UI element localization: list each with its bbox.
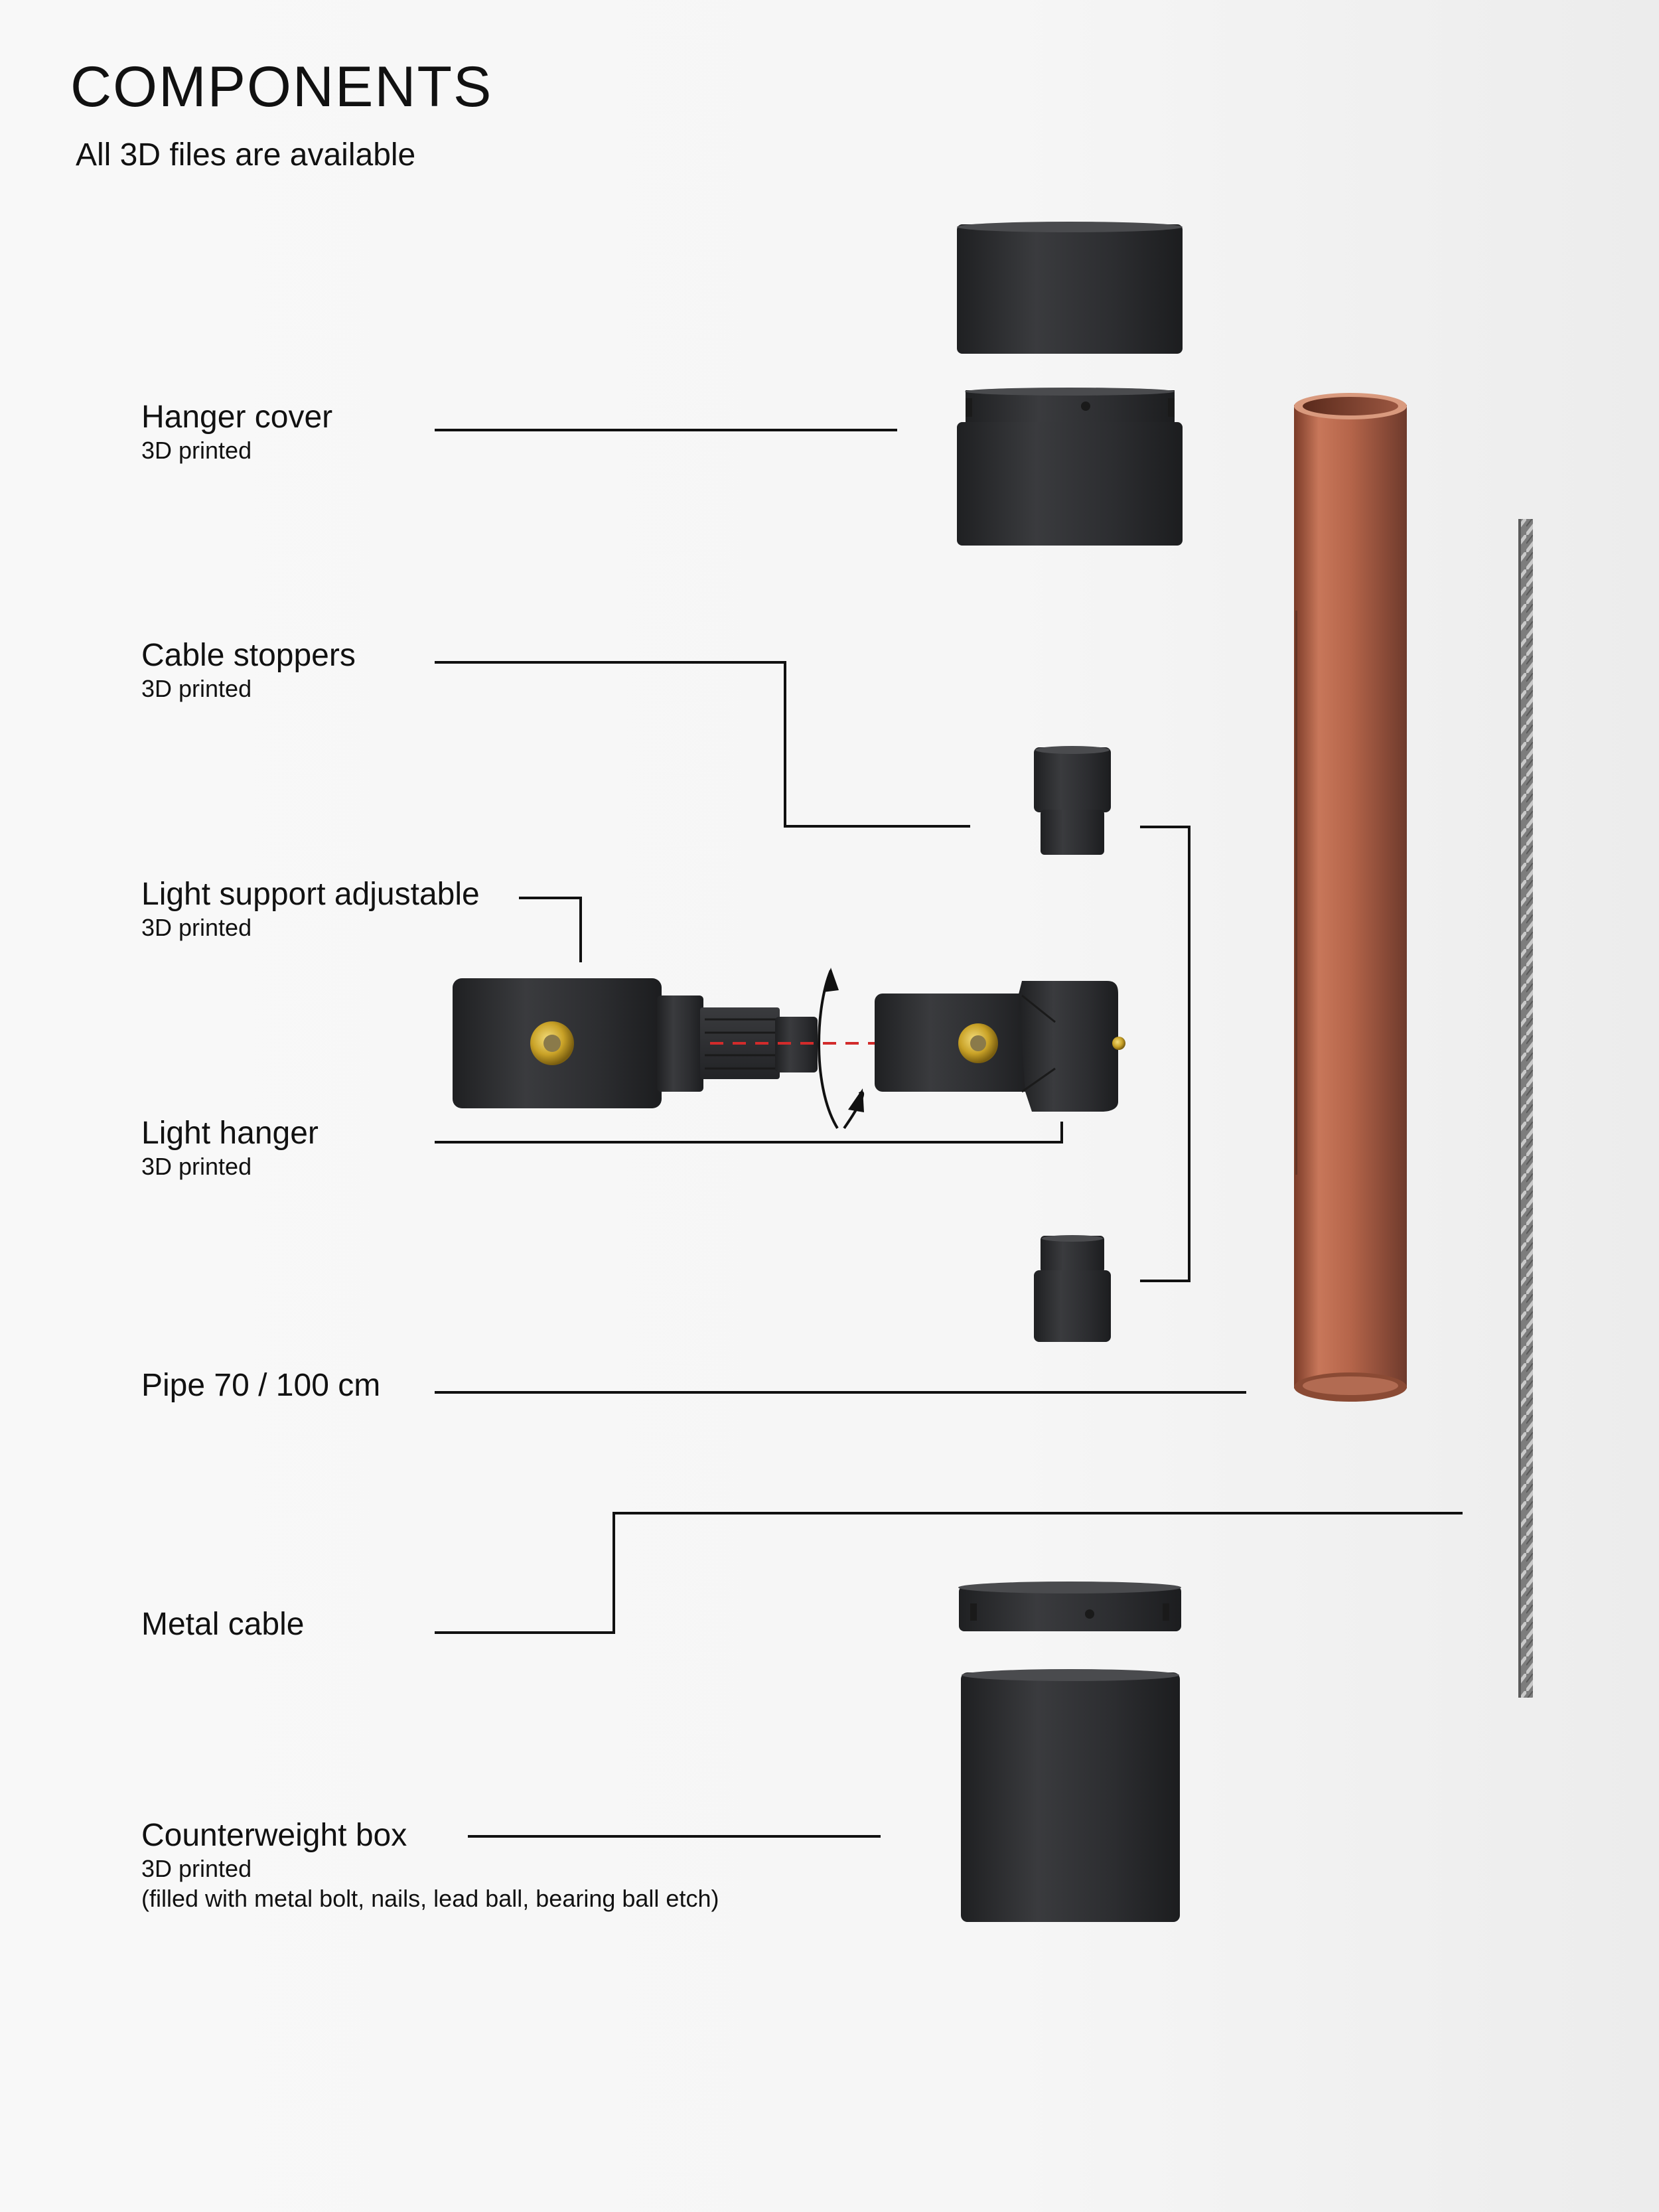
arrowhead-up-icon <box>823 968 839 992</box>
leader-cable-stoppers <box>435 661 970 828</box>
screw-icon <box>1112 1037 1125 1050</box>
leader-light-support <box>519 897 582 962</box>
copper-pipe <box>1294 393 1407 1402</box>
leader-stopper-bracket <box>1140 826 1190 1282</box>
counterweight-lid <box>958 1582 1181 1631</box>
leader-light-hanger <box>435 1122 1063 1143</box>
label-pipe: Pipe 70 / 100 cm <box>141 1368 380 1404</box>
counterweight-box <box>961 1669 1180 1922</box>
label-name: Metal cable <box>141 1607 305 1642</box>
label-name: Light support adjustable <box>141 877 480 912</box>
label-note: 3D printed <box>141 436 252 464</box>
hanger-cover-body <box>957 388 1183 546</box>
leader-lines <box>435 429 1463 1838</box>
label-note-detail: (filled with metal bolt, nails, lead bal… <box>141 1884 719 1912</box>
metal-cable <box>1518 519 1533 1698</box>
label-note: 3D printed <box>141 1152 252 1180</box>
arrowhead-icon <box>848 1088 864 1112</box>
cable-stopper-bottom <box>1034 1235 1111 1342</box>
screw-icon <box>958 1023 998 1063</box>
label-light-hanger: Light hanger 3D printed <box>141 1116 319 1181</box>
label-note: 3D printed <box>141 1854 252 1882</box>
hanger-cover-cap <box>957 222 1183 354</box>
page-subtitle: All 3D files are available <box>76 137 416 173</box>
label-light-support-adjustable: Light support adjustable 3D printed <box>141 877 480 942</box>
light-hanger-part <box>875 981 1118 1112</box>
page-title: COMPONENTS <box>70 55 493 119</box>
cable-stopper-top <box>1034 746 1111 855</box>
label-name: Pipe 70 / 100 cm <box>141 1368 381 1403</box>
leader-metal-cable <box>435 1512 1463 1634</box>
label-note: 3D printed <box>141 674 252 702</box>
label-name: Counterweight box <box>141 1818 407 1853</box>
label-note: 3D printed <box>141 913 252 941</box>
label-name: Hanger cover <box>141 400 333 435</box>
label-name: Cable stoppers <box>141 638 356 673</box>
screw-icon <box>530 1021 574 1065</box>
label-name: Light hanger <box>141 1116 319 1151</box>
label-cable-stoppers: Cable stoppers 3D printed <box>141 638 356 703</box>
label-hanger-cover: Hanger cover 3D printed <box>141 400 332 465</box>
label-counterweight-box: Counterweight box 3D printed (filled wit… <box>141 1818 719 1913</box>
label-metal-cable: Metal cable <box>141 1607 304 1643</box>
